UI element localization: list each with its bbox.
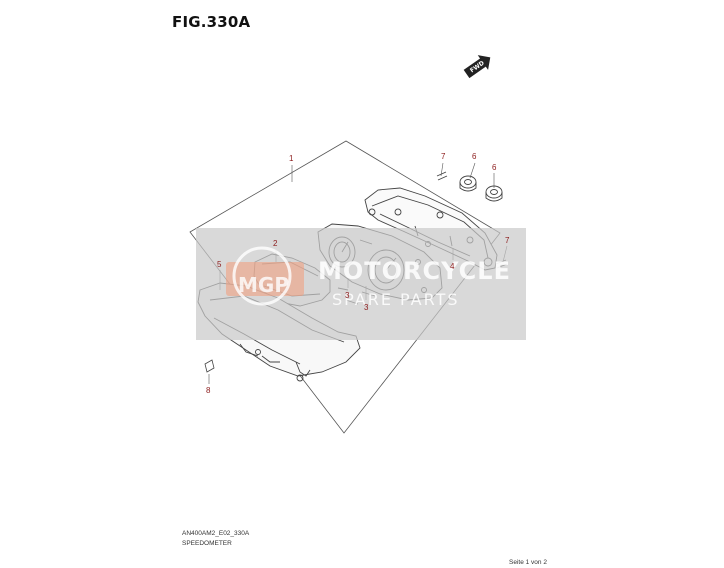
part-grommets <box>459 175 503 202</box>
figure-name: SPEEDOMETER <box>182 540 232 547</box>
callout-2: 2 <box>273 239 278 248</box>
callout-8: 8 <box>206 386 211 395</box>
part-clip <box>204 359 215 373</box>
callout-4: 4 <box>450 262 455 271</box>
callout-6a: 6 <box>472 152 477 161</box>
watermark: MGP MOTORCYCLE SPARE PARTS <box>196 228 526 340</box>
callouts: 1 2 3 3 4 5 6 6 7 7 8 <box>206 152 510 395</box>
watermark-logo: MGP <box>238 273 289 297</box>
page-indicator: Seite 1 von 2 <box>509 559 547 566</box>
callout-3a: 3 <box>345 291 350 300</box>
fwd-arrow-icon: FWD <box>463 55 491 79</box>
figure-title: FIG.330A <box>172 13 251 31</box>
callout-6b: 6 <box>492 163 497 172</box>
callout-5: 5 <box>217 260 222 269</box>
watermark-line2: SPARE PARTS <box>332 290 460 309</box>
callout-7a: 7 <box>441 152 446 161</box>
callout-7b: 7 <box>505 236 510 245</box>
watermark-line1: MOTORCYCLE <box>318 257 511 285</box>
figure-code: AN400AM2_E02_330A <box>182 530 250 537</box>
callout-1: 1 <box>289 154 294 163</box>
callout-3b: 3 <box>364 303 369 312</box>
